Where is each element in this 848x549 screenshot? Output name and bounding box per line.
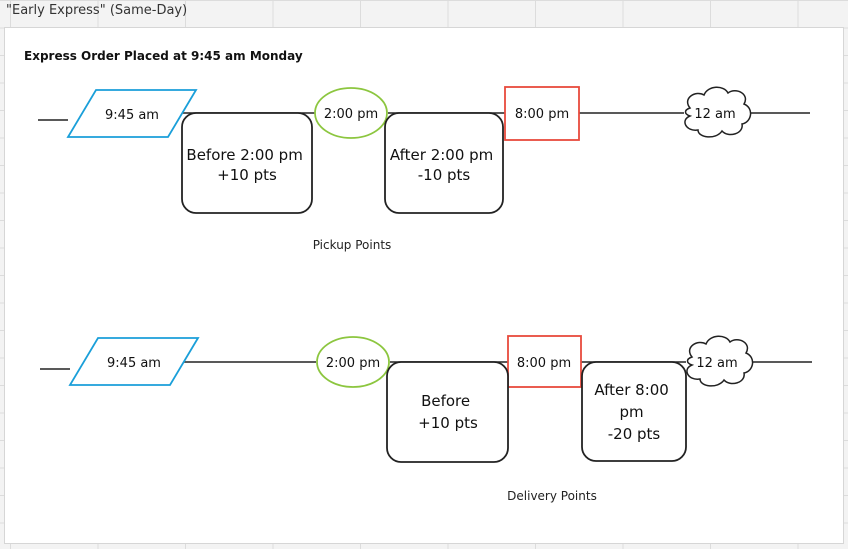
delivery-caption: Delivery Points xyxy=(507,489,597,503)
pickup-before-line-2: +10 pts xyxy=(217,166,277,184)
delivery-before-line-2: +10 pts xyxy=(418,414,478,432)
pickup-cutoff-shape xyxy=(314,87,388,139)
delivery-after-line-3: -20 pts xyxy=(608,425,661,443)
delivery-cutoff-label: 2:00 pm xyxy=(326,356,380,371)
diagram-heading: Express Order Placed at 9:45 am Monday xyxy=(24,49,303,63)
pickup-midnight-label: 12 am xyxy=(694,107,735,122)
pickup-after-line-1: After 2:00 pm xyxy=(390,146,493,164)
delivery-after-box xyxy=(581,361,687,462)
delivery-before-text: Before +10 pts xyxy=(418,392,478,432)
pickup-after-box xyxy=(384,112,504,214)
delivery-order-time-label: 9:45 am xyxy=(107,356,161,371)
pickup-midnight-cloud xyxy=(684,86,752,138)
pickup-caption: Pickup Points xyxy=(313,238,392,252)
pickup-deadline-label: 8:00 pm xyxy=(515,107,569,122)
delivery-midnight-label: 12 am xyxy=(696,356,737,371)
pickup-cutoff-label: 2:00 pm xyxy=(324,107,378,122)
pickup-before-text: Before 2:00 pm +10 pts xyxy=(186,146,307,184)
delivery-after-line-1: After 8:00 xyxy=(594,381,668,399)
delivery-after-text: After 8:00 pm -20 pts xyxy=(594,381,673,443)
delivery-order-time-shape xyxy=(68,337,200,386)
pickup-order-time-shape xyxy=(66,89,198,138)
pickup-after-line-2: -10 pts xyxy=(418,166,471,184)
delivery-after-line-2: pm xyxy=(620,403,644,421)
pickup-before-line-1: Before 2:00 pm xyxy=(186,146,302,164)
pickup-timeline: 9:45 am 2:00 pm 8:00 pm 12 am Before 2:0… xyxy=(38,86,810,252)
delivery-cutoff-shape xyxy=(316,336,390,388)
pickup-order-time-label: 9:45 am xyxy=(105,108,159,123)
delivery-before-line-1: Before xyxy=(421,392,470,410)
delivery-timeline: 9:45 am 2:00 pm 8:00 pm 12 am Before +10… xyxy=(40,335,812,503)
pickup-deadline-shape xyxy=(504,86,580,141)
delivery-deadline-shape xyxy=(507,335,582,388)
delivery-midnight-cloud xyxy=(686,335,754,387)
delivery-before-box xyxy=(386,361,509,463)
pickup-after-text: After 2:00 pm -10 pts xyxy=(390,146,498,184)
delivery-deadline-label: 8:00 pm xyxy=(517,356,571,371)
sheet-title: "Early Express" (Same-Day) xyxy=(6,3,188,18)
pickup-before-box xyxy=(181,112,313,214)
